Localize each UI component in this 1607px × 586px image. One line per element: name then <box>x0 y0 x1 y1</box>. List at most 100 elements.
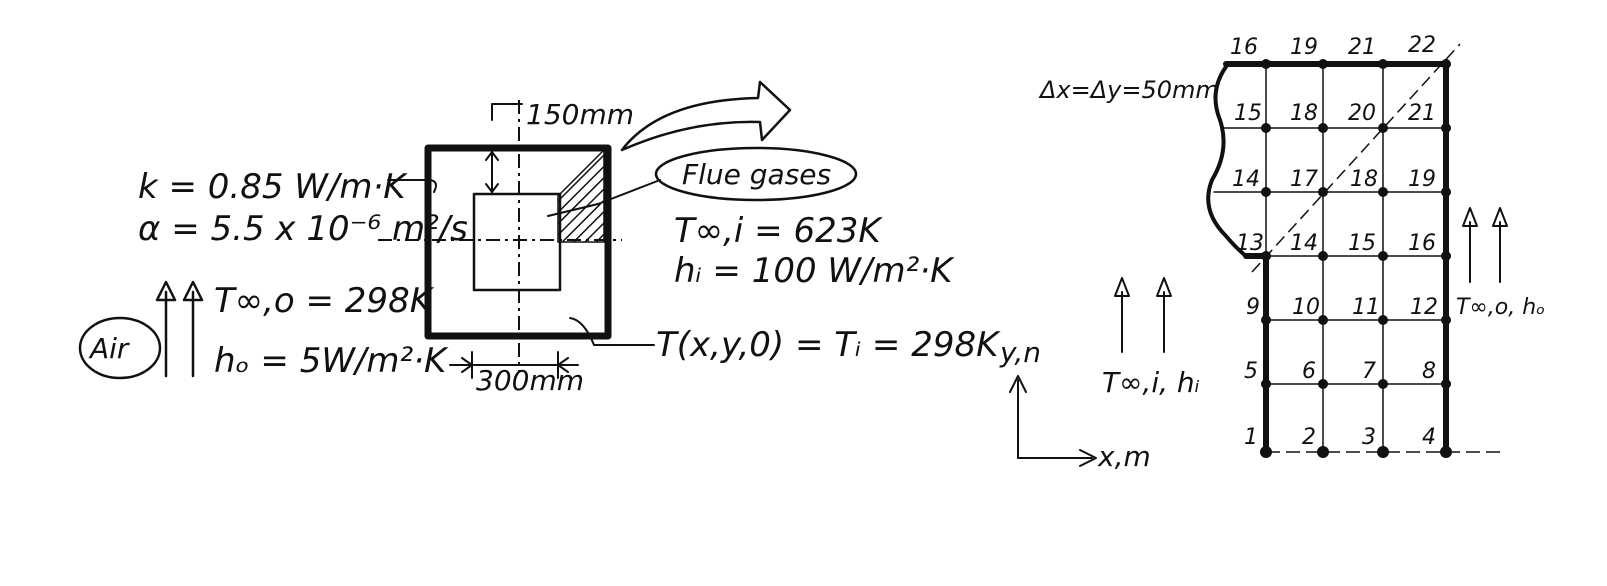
node-label: 14 <box>1232 167 1260 192</box>
initial-leader <box>569 317 655 346</box>
node-label: 22 <box>1408 33 1436 58</box>
air-arrow-2-head <box>182 280 204 302</box>
node-label: 5 <box>1244 359 1258 384</box>
node-dot <box>1441 59 1451 69</box>
node-dot <box>1260 446 1272 458</box>
outer-conditions-label: T∞,o, hₒ <box>1456 295 1545 320</box>
outer-arrow-1-head <box>1462 207 1478 227</box>
outer-h-label: hₒ = 5W/m²·K <box>214 341 449 381</box>
air-label: Air <box>88 332 130 365</box>
node-dot <box>1378 379 1388 389</box>
diagonal-symmetry-line <box>1251 43 1461 273</box>
node-dot <box>1441 251 1451 261</box>
node-dot <box>1378 251 1388 261</box>
dimension-bottom-label: 300mm <box>476 364 584 397</box>
node-label: 8 <box>1422 359 1436 384</box>
node-dot <box>1318 379 1328 389</box>
node-label: 12 <box>1410 295 1438 320</box>
inner-arrow-1-head <box>1114 277 1130 297</box>
inner-surface-boundary <box>1243 253 1269 455</box>
node-label: 18 <box>1290 101 1318 126</box>
material-alpha-label: α = 5.5 x 10⁻⁶ m²/s <box>138 209 468 249</box>
node-label: 1 <box>1244 425 1258 450</box>
chimney-cross-section <box>378 80 858 379</box>
flue-gas-flow-arrow <box>620 80 792 152</box>
node-label: 18 <box>1350 167 1378 192</box>
node-dot <box>1318 123 1328 133</box>
inner-h-label: hᵢ = 100 W/m²·K <box>674 251 955 291</box>
node-label: 2 <box>1302 425 1316 450</box>
node-dot <box>1318 251 1328 261</box>
k-leader <box>387 179 437 193</box>
node-dot <box>1261 123 1271 133</box>
dimension-150-leader <box>491 103 523 121</box>
node-dot <box>1317 446 1329 458</box>
air-cloud <box>78 316 162 380</box>
node-dot <box>1318 187 1328 197</box>
inner-convection-arrows <box>1114 277 1172 353</box>
node-label: 16 <box>1408 231 1436 256</box>
node-dot <box>1261 251 1271 261</box>
node-dots <box>1260 59 1452 458</box>
flue-leader <box>547 179 661 217</box>
node-label: 3 <box>1362 425 1376 450</box>
initial-condition-label: T(x,y,0) = Tᵢ = 298K <box>656 325 1001 365</box>
node-label: 7 <box>1362 359 1376 384</box>
node-label: 6 <box>1302 359 1316 384</box>
node-dot <box>1261 59 1271 69</box>
outer-convection-arrows <box>1462 207 1508 283</box>
dimension-150-arrow-down <box>485 183 499 193</box>
node-label: 16 <box>1230 35 1258 60</box>
node-dot <box>1378 59 1388 69</box>
node-label: 14 <box>1290 231 1318 256</box>
node-label: 4 <box>1422 425 1436 450</box>
y-axis-label: y,n <box>999 336 1041 369</box>
material-k-label: k = 0.85 W/m·K <box>138 167 408 207</box>
dimension-300-arrows <box>461 351 569 379</box>
grid-spacing-label: Δx=Δy=50mm <box>1038 76 1219 104</box>
symmetry-section-hatch <box>557 148 605 243</box>
inner-arrow-2-head <box>1156 277 1172 297</box>
node-dot <box>1318 59 1328 69</box>
x-axis-label: x,m <box>1097 440 1151 473</box>
chimney-flue-opening <box>472 192 562 292</box>
flue-gases-cloud <box>654 146 858 202</box>
node-dot <box>1441 379 1451 389</box>
air-arrow-1-head <box>155 280 177 302</box>
dimension-150-arrow-up <box>485 151 499 161</box>
node-label: 11 <box>1352 295 1380 320</box>
node-label: 10 <box>1292 295 1320 320</box>
flue-gases-label: Flue gases <box>682 158 831 191</box>
node-dot <box>1378 187 1388 197</box>
air-indicator <box>78 280 204 380</box>
node-dot <box>1261 187 1271 197</box>
node-label: 17 <box>1290 167 1318 192</box>
node-dot <box>1440 446 1452 458</box>
node-dot <box>1318 315 1328 325</box>
node-dot <box>1441 187 1451 197</box>
x-axis-arrowhead <box>1079 449 1097 467</box>
outer-temp-label: T∞,o = 298K <box>214 281 435 321</box>
break-line <box>1206 62 1248 258</box>
node-label: 15 <box>1234 101 1262 126</box>
node-label: 13 <box>1236 231 1264 256</box>
y-axis-arrowhead <box>1009 375 1027 393</box>
inner-temp-label: T∞,i = 623K <box>674 211 883 251</box>
node-label: 21 <box>1408 101 1436 126</box>
node-dot <box>1378 315 1388 325</box>
node-dot <box>1441 315 1451 325</box>
node-dot <box>1378 123 1388 133</box>
node-label: 21 <box>1348 35 1376 60</box>
node-label: 19 <box>1290 35 1318 60</box>
outer-arrow-2-head <box>1492 207 1508 227</box>
node-label: 15 <box>1348 231 1376 256</box>
inner-conditions-label: T∞,i, hᵢ <box>1102 366 1200 399</box>
node-dot <box>1441 123 1451 133</box>
node-labels: 16 19 21 22 15 18 20 21 14 17 18 19 13 1… <box>1230 33 1438 450</box>
node-dot <box>1261 315 1271 325</box>
dimension-top-label: 150mm <box>526 98 634 131</box>
nodal-grid <box>1206 43 1500 458</box>
node-label: 19 <box>1408 167 1436 192</box>
